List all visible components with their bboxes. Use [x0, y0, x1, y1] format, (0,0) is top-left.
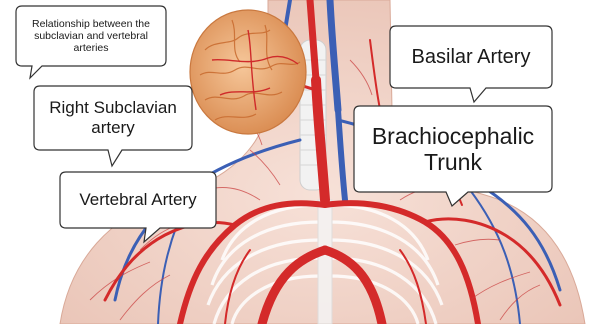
callout-relationship-label: Relationship between the subclavian and …	[18, 18, 164, 54]
callout-brachiocephalic-label: Brachiocephalic Trunk	[362, 123, 544, 176]
callout-relationship: Relationship between the subclavian and …	[18, 8, 164, 64]
callout-basilar-label: Basilar Artery	[412, 46, 531, 69]
callout-basilar: Basilar Artery	[392, 28, 550, 86]
callout-right-subclavian: Right Subclavian artery	[36, 88, 190, 148]
callout-vertebral-label: Vertebral Artery	[79, 190, 196, 210]
callout-right-subclavian-label: Right Subclavian artery	[36, 98, 190, 137]
callout-vertebral: Vertebral Artery	[62, 174, 214, 226]
brain	[190, 10, 306, 134]
callout-brachiocephalic: Brachiocephalic Trunk	[356, 108, 550, 190]
